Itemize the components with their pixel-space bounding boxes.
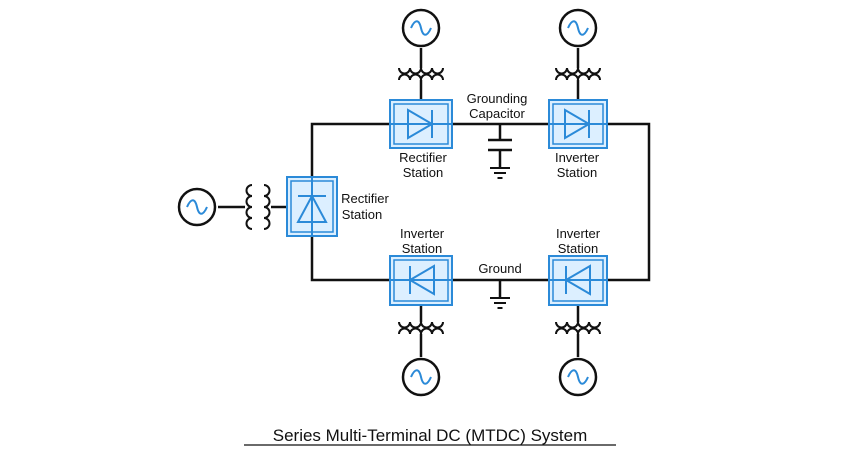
label-center-rectifier-line1: Rectifier [341, 191, 389, 206]
label-center-rectifier-line2: Station [342, 207, 382, 222]
label-bottom-right-line1: Inverter [556, 226, 601, 241]
dc-loop-wires [218, 48, 651, 357]
top-left-rectifier-station [389, 99, 453, 149]
label-top-right-line2: Station [557, 165, 597, 180]
label-top-right-line1: Inverter [555, 150, 600, 165]
transformer-icon-left [245, 184, 271, 230]
diagram-caption: Series Multi-Terminal DC (MTDC) System [273, 426, 588, 445]
label-bottom-right-line2: Station [558, 241, 598, 256]
top-right-inverter-station [548, 99, 608, 149]
transformer-icon-bottom-right [555, 321, 601, 335]
bottom-left-inverter-station [389, 255, 453, 306]
ground-icon-top [489, 167, 511, 179]
label-grounding-capacitor-line2: Capacitor [469, 106, 525, 121]
label-ground: Ground [478, 261, 521, 276]
transformer-icon-bottom-left [398, 321, 444, 335]
label-grounding-capacitor-line1: Grounding [467, 91, 528, 106]
label-top-left-line2: Station [403, 165, 443, 180]
label-bottom-left-line2: Station [402, 241, 442, 256]
ac-generator-icon-top-right [558, 8, 598, 48]
bottom-right-inverter-station [548, 255, 608, 306]
transformer-icon-top-left [398, 67, 444, 81]
ac-generator-icon-top-left [401, 8, 441, 48]
ground-icon-bottom [489, 297, 511, 309]
ac-generator-icon-left [177, 187, 217, 227]
ac-generator-icon-bottom-left [401, 357, 441, 397]
ac-generator-icon-bottom-right [558, 357, 598, 397]
label-bottom-left-line1: Inverter [400, 226, 445, 241]
center-rectifier-station [286, 176, 338, 237]
grounding-capacitor-icon [488, 138, 512, 152]
transformer-icon-top-right [555, 67, 601, 81]
label-top-left-line1: Rectifier [399, 150, 447, 165]
